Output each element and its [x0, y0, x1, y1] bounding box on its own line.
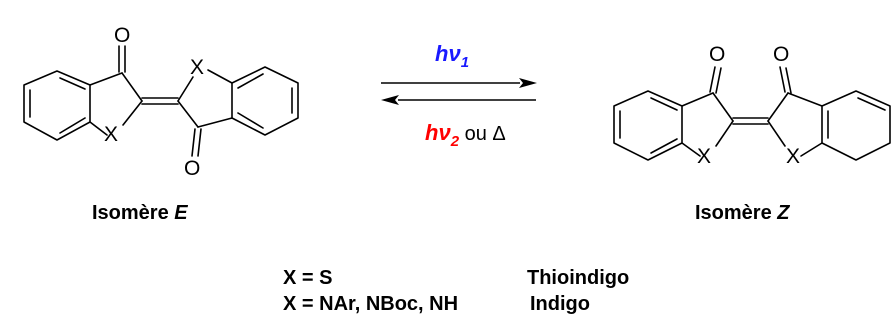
z-atom-o-left: O	[709, 43, 725, 66]
isomer-z-structure: O O X X	[613, 43, 891, 168]
z-right-benzene-ring	[821, 90, 891, 161]
e-atom-x-left: X	[104, 123, 118, 146]
e-atom-o-top: O	[114, 24, 130, 47]
isomer-e-structure: O X X O	[23, 24, 299, 180]
reverse-arrowhead	[381, 95, 399, 105]
e-left-benzene-ring	[23, 70, 91, 141]
e-atom-x-right: X	[190, 56, 204, 79]
z-left-co-bond-a	[709, 66, 716, 93]
substituent-legend: X = S Thioindigo X = NAr, NBoc, NH Indig…	[283, 267, 629, 315]
z-right-co-bond-a	[779, 66, 786, 93]
equilibrium-arrows	[381, 78, 537, 105]
z-right-ring-c2-x	[767, 120, 786, 147]
z-atom-x-left: X	[697, 145, 711, 168]
z-left-benzene-double-2	[650, 97, 678, 111]
z-left-ring-x-c	[681, 142, 701, 157]
z-left-benzene-ring	[613, 90, 683, 161]
e-right-co-bond-a	[191, 128, 196, 157]
e-left-ring-c2-x	[122, 100, 143, 126]
legend-name-2: Indigo	[530, 293, 590, 315]
z-left-benzene-double-3	[650, 138, 678, 154]
e-right-co-bond-b	[197, 128, 202, 157]
legend-name-1: Thioindigo	[527, 267, 629, 289]
z-atom-x-right: X	[786, 145, 800, 168]
legend-formula-2: X = NAr, NBoc, NH	[283, 293, 458, 315]
z-right-ring-x-c	[800, 142, 823, 157]
forward-arrowhead	[519, 78, 537, 88]
isomer-e-label: Isomère E	[92, 202, 188, 224]
legend-formula-1: X = S	[283, 267, 332, 289]
e-left-benzene-double-2	[59, 77, 86, 90]
e-left-benzene-double-3	[59, 117, 86, 134]
reverse-condition: hν2 ou Δ	[425, 120, 506, 150]
e-left-ring-carbonyl-c2	[121, 72, 143, 102]
z-right-co-bond-b	[785, 67, 792, 94]
e-right-benzene-double-3	[237, 112, 264, 129]
z-left-co-bond-b	[715, 67, 722, 94]
e-right-ring-carbonyl-c	[197, 117, 233, 128]
z-right-ring-c2-carbonyl	[767, 92, 789, 122]
z-left-ring-c-carbonyl	[681, 92, 714, 107]
z-atom-o-right: O	[773, 43, 789, 66]
z-left-ring-carbonyl-c2	[712, 92, 734, 122]
forward-condition: hν1	[435, 41, 469, 71]
e-right-ring-c2-x	[177, 76, 194, 102]
z-right-benzene-double-2	[857, 97, 886, 111]
z-left-ring-c2-x	[715, 120, 734, 147]
e-right-benzene-double-2	[237, 73, 264, 89]
e-left-ring-x-c	[89, 121, 108, 136]
e-right-ring-x-c	[207, 69, 233, 84]
e-atom-o-bottom: O	[184, 157, 200, 180]
e-right-ring-c2-carbonyl	[177, 100, 199, 128]
isomer-z-label: Isomère Z	[695, 202, 790, 224]
e-right-benzene-ring	[231, 66, 299, 136]
e-left-ring-c-carbonyl	[89, 72, 123, 86]
z-right-ring-carbonyl-c	[787, 92, 823, 107]
